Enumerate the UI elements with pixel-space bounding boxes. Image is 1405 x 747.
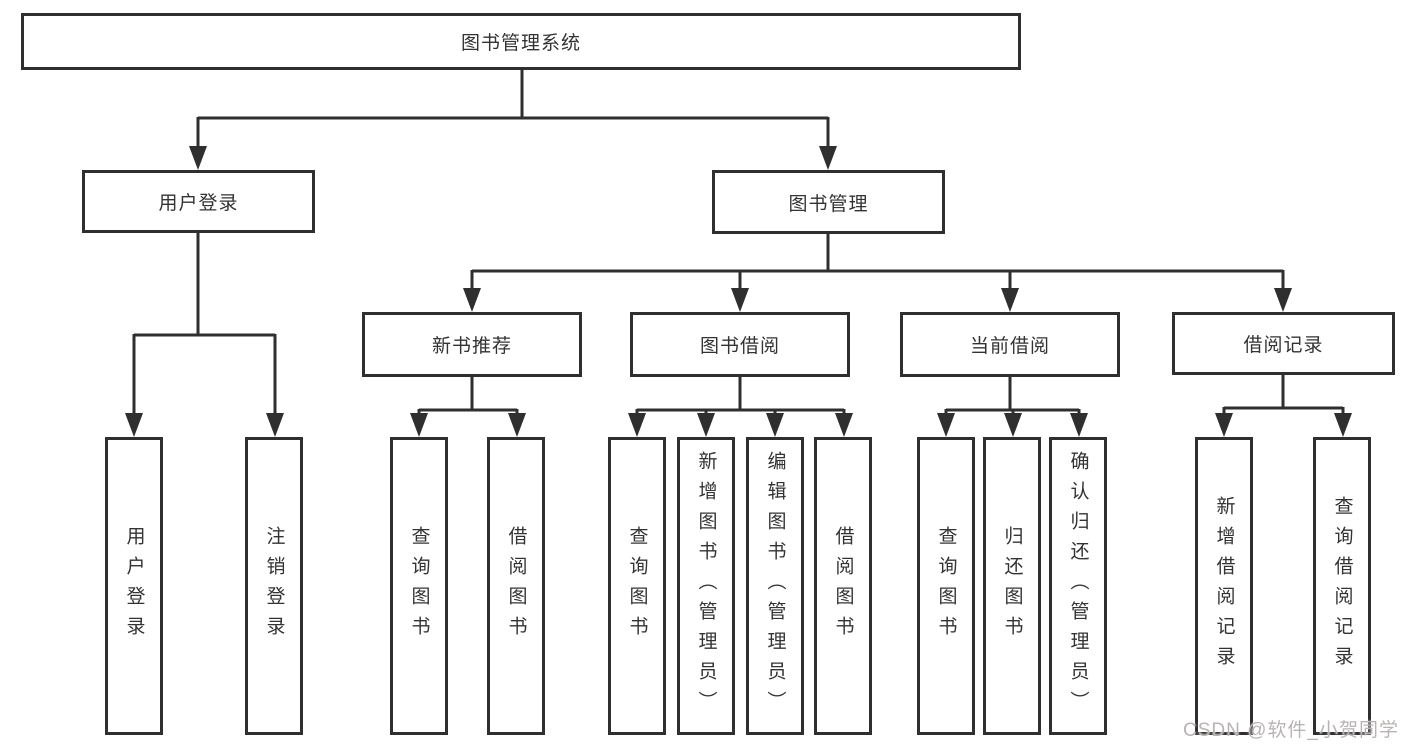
node-label: 查询图书 — [935, 526, 957, 646]
leaf-logout: 注销登录 — [245, 437, 303, 735]
leaf-user-login: 用户登录 — [105, 437, 163, 735]
node-label: 新增借阅记录 — [1213, 496, 1235, 676]
node-label: 确认归还（管理员） — [1067, 451, 1089, 721]
leaf-borrow-books: 借阅图书 — [814, 437, 872, 735]
leaf-query-borrow-record: 查询借阅记录 — [1313, 437, 1371, 735]
node-label: 新增图书（管理员） — [695, 451, 717, 721]
node-label: 借阅记录 — [1243, 335, 1324, 356]
node-label: 借阅图书 — [505, 526, 527, 646]
node-book-borrow: 图书借阅 — [630, 312, 850, 377]
node-label: 编辑图书（管理员） — [764, 451, 786, 721]
node-library-system-root: 图书管理系统 — [21, 13, 1021, 70]
node-current-borrow: 当前借阅 — [900, 312, 1120, 377]
node-label: 注销登录 — [263, 526, 285, 646]
leaf-query-books-recommend: 查询图书 — [390, 437, 448, 735]
node-label: 图书管理系统 — [460, 33, 581, 54]
node-label: 当前借阅 — [969, 336, 1050, 357]
leaf-query-books-borrow: 查询图书 — [608, 437, 666, 735]
node-label: 查询借阅记录 — [1331, 496, 1353, 676]
csdn-watermark: CSDN @软件_小贺同学 — [1183, 720, 1399, 741]
node-user-login: 用户登录 — [82, 170, 315, 233]
node-label: 用户登录 — [158, 193, 239, 214]
node-label: 用户登录 — [123, 526, 145, 646]
node-label: 图书借阅 — [699, 336, 780, 357]
leaf-edit-books-admin: 编辑图书（管理员） — [746, 437, 804, 735]
node-label: 查询图书 — [626, 526, 648, 646]
node-label: 归还图书 — [1001, 526, 1023, 646]
node-label: 查询图书 — [408, 526, 430, 646]
node-borrow-records: 借阅记录 — [1172, 312, 1395, 375]
node-label: 图书管理 — [788, 193, 869, 215]
node-label: 新书推荐 — [431, 336, 512, 357]
leaf-borrow-books-recommend: 借阅图书 — [487, 437, 545, 735]
node-label: 借阅图书 — [832, 526, 854, 646]
leaf-query-books-current: 查询图书 — [917, 437, 975, 735]
node-book-management: 图书管理 — [712, 170, 945, 234]
leaf-confirm-return-admin: 确认归还（管理员） — [1049, 437, 1107, 735]
node-new-book-recommend: 新书推荐 — [362, 312, 582, 377]
leaf-return-books: 归还图书 — [983, 437, 1041, 735]
leaf-add-borrow-record: 新增借阅记录 — [1195, 437, 1253, 735]
leaf-add-books-admin: 新增图书（管理员） — [677, 437, 735, 735]
